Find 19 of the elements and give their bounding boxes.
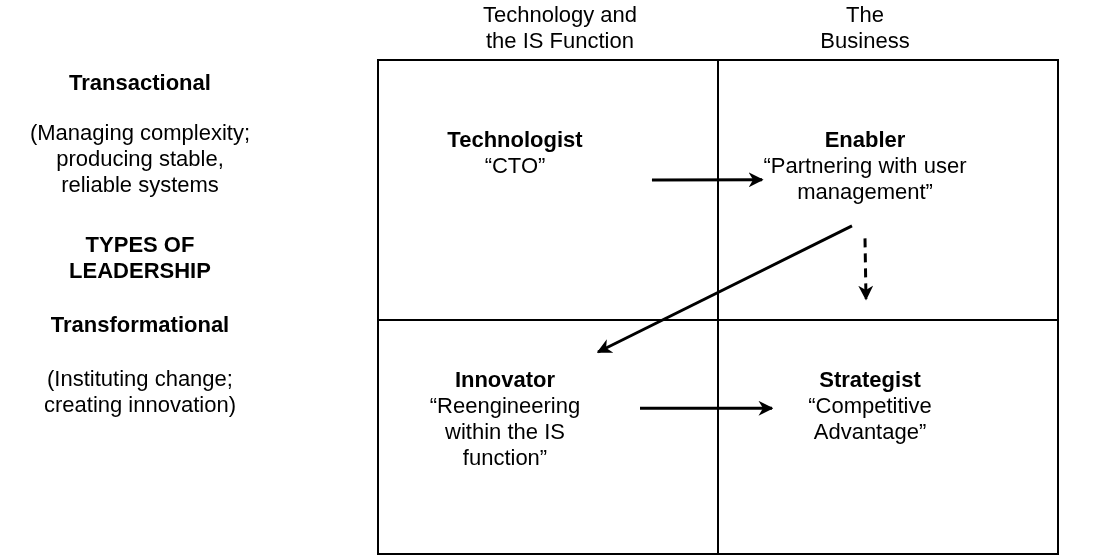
role-description: “Reengineering within the IS function”	[428, 393, 582, 471]
row-description: (Instituting change; creating innovation)	[43, 366, 237, 418]
role-heading: Strategist	[818, 367, 922, 393]
role-heading: Innovator	[453, 367, 557, 393]
role-heading: Enabler	[823, 127, 907, 153]
role-description: “Partnering with user management”	[762, 153, 968, 205]
role-description: “CTO”	[483, 153, 547, 179]
role-description: “Competitive Advantage”	[807, 393, 933, 445]
role-heading: Technologist	[446, 127, 584, 153]
row-heading: Transactional	[68, 70, 212, 96]
row-heading: TYPES OF LEADERSHIP	[68, 232, 212, 284]
arrow	[596, 224, 853, 354]
row-description: (Managing complexity; producing stable, reliable systems	[28, 120, 252, 198]
arrow	[651, 172, 764, 188]
column-header: The Business	[819, 2, 911, 54]
arrow	[640, 400, 774, 416]
row-heading: Transformational	[49, 312, 231, 338]
column-header: Technology and the IS Function	[481, 2, 639, 54]
arrow	[858, 238, 874, 301]
